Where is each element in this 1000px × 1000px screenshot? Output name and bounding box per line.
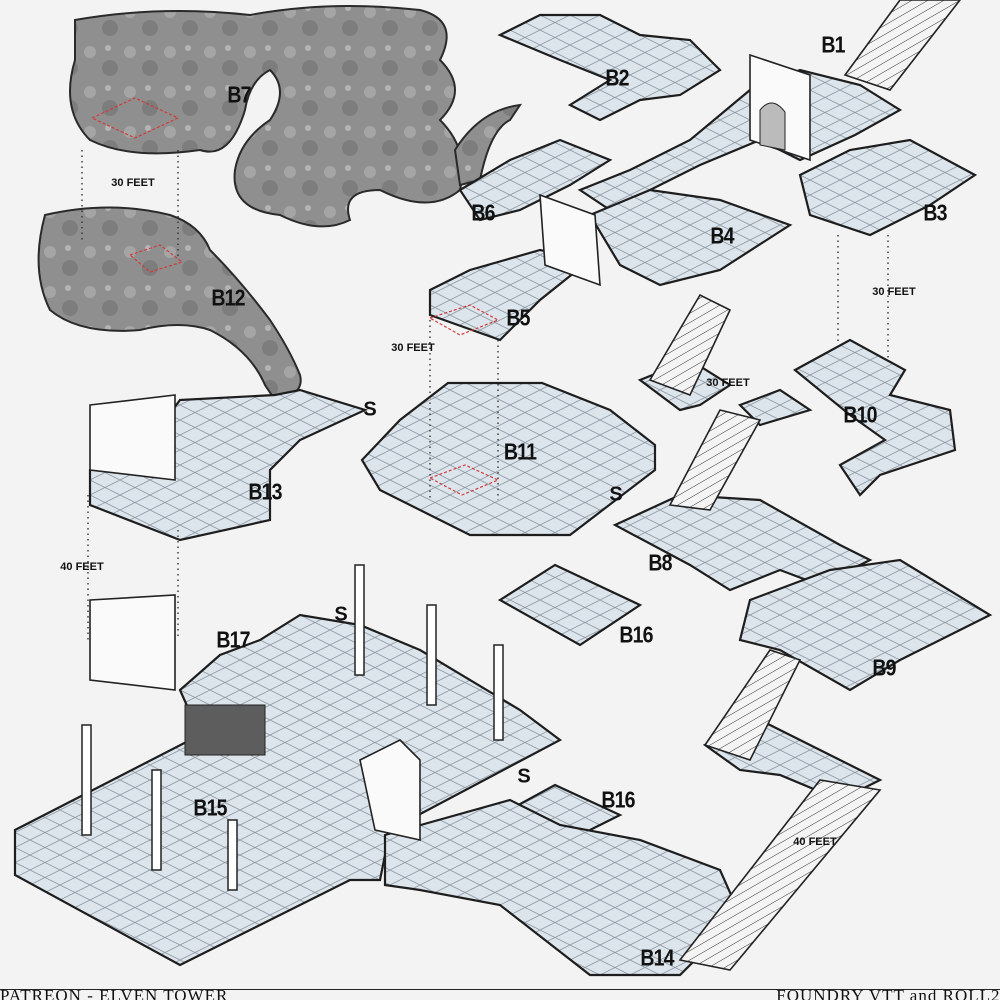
marker-b7 <box>90 97 180 139</box>
label-room-b15: B15 <box>193 794 227 821</box>
label-room-b12: B12 <box>211 284 245 311</box>
distance-label: 30 FEET <box>872 286 916 298</box>
stairs-b9[interactable] <box>703 649 802 761</box>
secret-door-marker: S <box>609 483 623 506</box>
stairs-b1[interactable] <box>843 0 962 91</box>
secret-door-marker: S <box>517 765 531 788</box>
cave-tunnel <box>453 103 523 187</box>
label-room-b3: B3 <box>923 199 947 226</box>
label-room-b8: B8 <box>648 549 672 576</box>
label-room-b9: B9 <box>872 654 896 681</box>
pillar <box>493 644 504 741</box>
footer-right-credit: FOUNDRY VTT and ROLL20 <box>776 986 1000 1000</box>
marker-b5 <box>428 304 500 336</box>
floor-b9 <box>738 558 993 692</box>
label-room-b10: B10 <box>843 401 877 428</box>
cube-b13 <box>89 394 176 481</box>
label-room-b7: B7 <box>227 81 251 108</box>
label-room-b13: B13 <box>248 478 282 505</box>
floor-b5 <box>428 248 593 342</box>
floor-b10 <box>793 338 957 497</box>
pillar <box>81 724 92 836</box>
floor-b15-b17 <box>13 613 563 967</box>
stairs-b4-b10[interactable] <box>648 293 732 397</box>
label-room-b16-upper: B16 <box>619 621 653 648</box>
distance-label: 30 FEET <box>706 377 750 389</box>
label-room-b5: B5 <box>506 304 530 331</box>
distance-label: 30 FEET <box>111 177 155 189</box>
pillar <box>151 769 162 871</box>
floor-b14 <box>383 798 742 977</box>
floor-b1 <box>577 68 903 212</box>
floor-b6 <box>458 138 613 222</box>
label-room-b4: B4 <box>710 222 734 249</box>
distance-label: 40 FEET <box>793 836 837 848</box>
distance-label: 40 FEET <box>60 561 104 573</box>
label-room-b2: B2 <box>605 64 629 91</box>
floor-b16-upper <box>497 563 643 647</box>
cave-b12 <box>37 206 302 402</box>
floor-b3 <box>798 138 978 237</box>
door-b1[interactable] <box>759 102 786 151</box>
label-room-b6: B6 <box>471 199 495 226</box>
cube-b17 <box>89 594 176 691</box>
floor-b1-b2 <box>497 13 722 122</box>
distance-label: 30 FEET <box>391 342 435 354</box>
pillar <box>227 819 238 891</box>
pillar <box>354 564 365 676</box>
secret-door-marker: S <box>363 398 377 421</box>
label-room-b1: B1 <box>821 31 845 58</box>
label-room-b17: B17 <box>216 626 250 653</box>
stairs-b14[interactable] <box>678 779 882 971</box>
footer-left-credit: PATREON - ELVEN TOWER <box>0 986 229 1000</box>
archway-b15[interactable] <box>359 739 421 841</box>
marker-b12 <box>128 244 184 273</box>
pillar <box>426 604 437 706</box>
stairs-b8[interactable] <box>668 409 762 511</box>
label-room-b11: B11 <box>503 438 537 465</box>
cave-b7 <box>69 5 464 228</box>
floor-b4 <box>588 188 793 287</box>
gate-b6[interactable] <box>539 193 601 287</box>
label-room-b16-lower: B16 <box>601 786 635 813</box>
secret-door-marker: S <box>334 603 348 626</box>
chest-b15[interactable] <box>184 704 266 756</box>
footer-divider <box>0 989 1000 990</box>
label-room-b14: B14 <box>640 944 674 971</box>
floor-b11 <box>360 381 657 537</box>
